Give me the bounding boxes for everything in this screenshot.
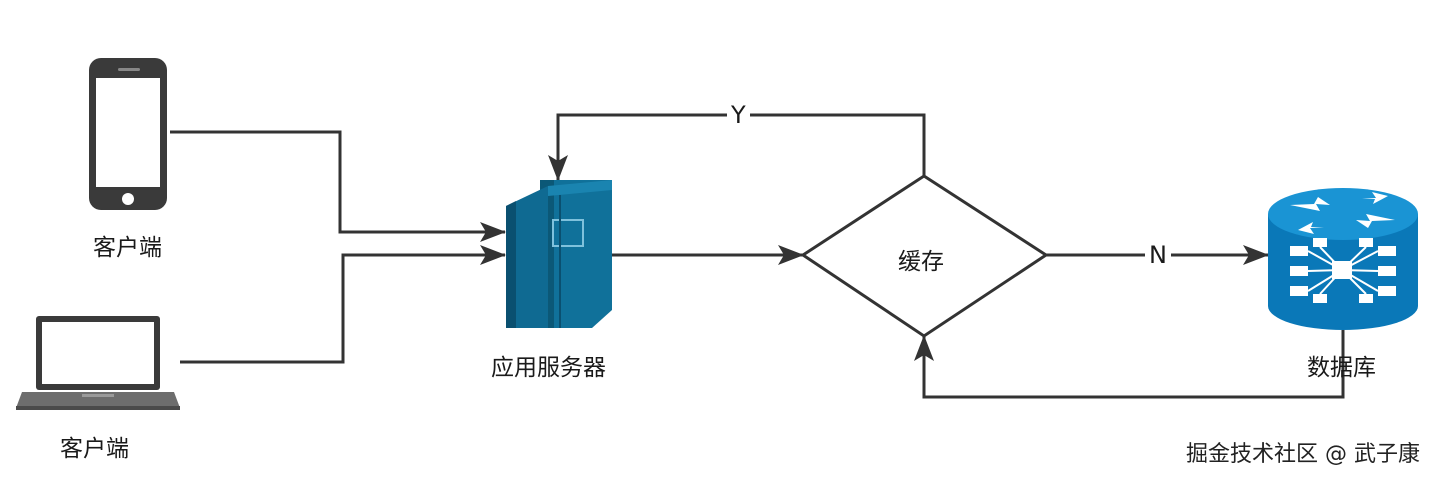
- router-database-icon: [1268, 188, 1418, 330]
- cache-miss-label: N: [1145, 242, 1171, 268]
- laptop-client-label: 客户端: [60, 436, 129, 462]
- watermark: 掘金技术社区 @ 武子康: [1186, 442, 1420, 467]
- edge-db-to-cache: [914, 330, 1345, 399]
- laptop-icon: [16, 316, 180, 410]
- cache-diamond: [800, 174, 1049, 338]
- cache-hit-label: Y: [727, 102, 750, 128]
- phone-client-label: 客户端: [93, 235, 162, 261]
- app-server-label: 应用服务器: [491, 355, 606, 381]
- cache-label: 缓存: [898, 249, 944, 275]
- edge-phone-to-server: [170, 130, 506, 242]
- smartphone-icon: [89, 58, 167, 210]
- database-label: 数据库: [1307, 355, 1376, 381]
- server-icon: [506, 180, 612, 328]
- edge-laptop-to-server: [180, 245, 506, 364]
